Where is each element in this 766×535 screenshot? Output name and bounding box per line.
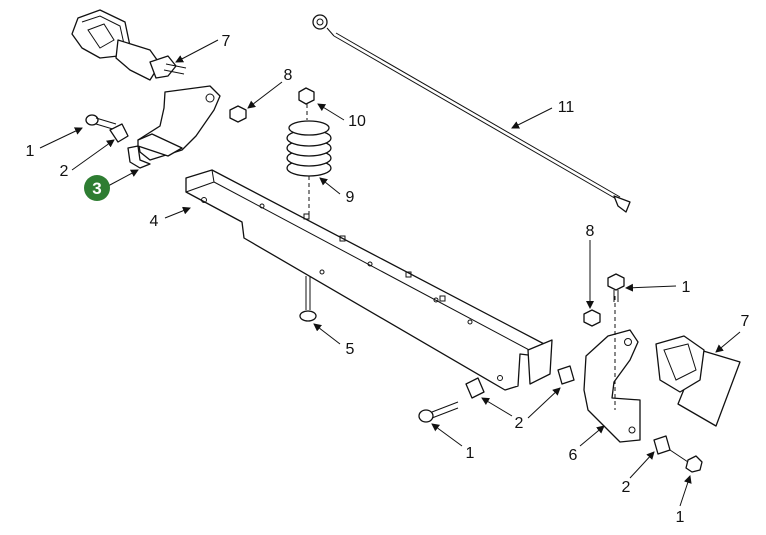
callout-5: 5 [346, 341, 355, 358]
callout-9: 9 [346, 189, 355, 206]
callout-4: 4 [150, 213, 159, 230]
bracket-right [583, 329, 641, 443]
bolt-center [299, 276, 317, 322]
nut-right [583, 309, 601, 327]
step-badge-text: 3 [92, 179, 101, 198]
mounting-rail [185, 169, 553, 391]
callout-2: 2 [622, 479, 631, 496]
nut-top-center [298, 87, 315, 105]
clip-bottom-center [465, 377, 485, 399]
clip-bottom-right [653, 435, 671, 455]
isolator-right [655, 335, 741, 427]
callout-11: 11 [558, 99, 575, 116]
bolt-bottom-center [418, 401, 459, 423]
clip-middle-right [557, 365, 575, 385]
clip-top-left [109, 123, 129, 143]
callout-8: 8 [284, 67, 293, 84]
bolt-right-top [607, 273, 625, 302]
coil-spring [286, 120, 332, 177]
bolt-bottom-right [669, 449, 703, 473]
callout-1: 1 [682, 279, 691, 296]
callout-1: 1 [676, 509, 685, 526]
callout-7: 7 [741, 313, 750, 330]
isolator-top-left [71, 9, 187, 81]
callout-2: 2 [515, 415, 524, 432]
callout-2: 2 [60, 163, 69, 180]
step-badge: 3 [84, 175, 110, 201]
cable-rod [312, 14, 631, 213]
callout-7: 7 [222, 33, 231, 50]
nut-top-left [229, 105, 247, 123]
bolt-top-left [85, 114, 117, 131]
callout-10: 10 [348, 113, 366, 130]
callout-8: 8 [586, 223, 595, 240]
bracket-top-left [127, 85, 221, 169]
leader-lines [39, 39, 741, 507]
callout-6: 6 [569, 447, 578, 464]
callout-1: 1 [26, 143, 35, 160]
callout-1: 1 [466, 445, 475, 462]
